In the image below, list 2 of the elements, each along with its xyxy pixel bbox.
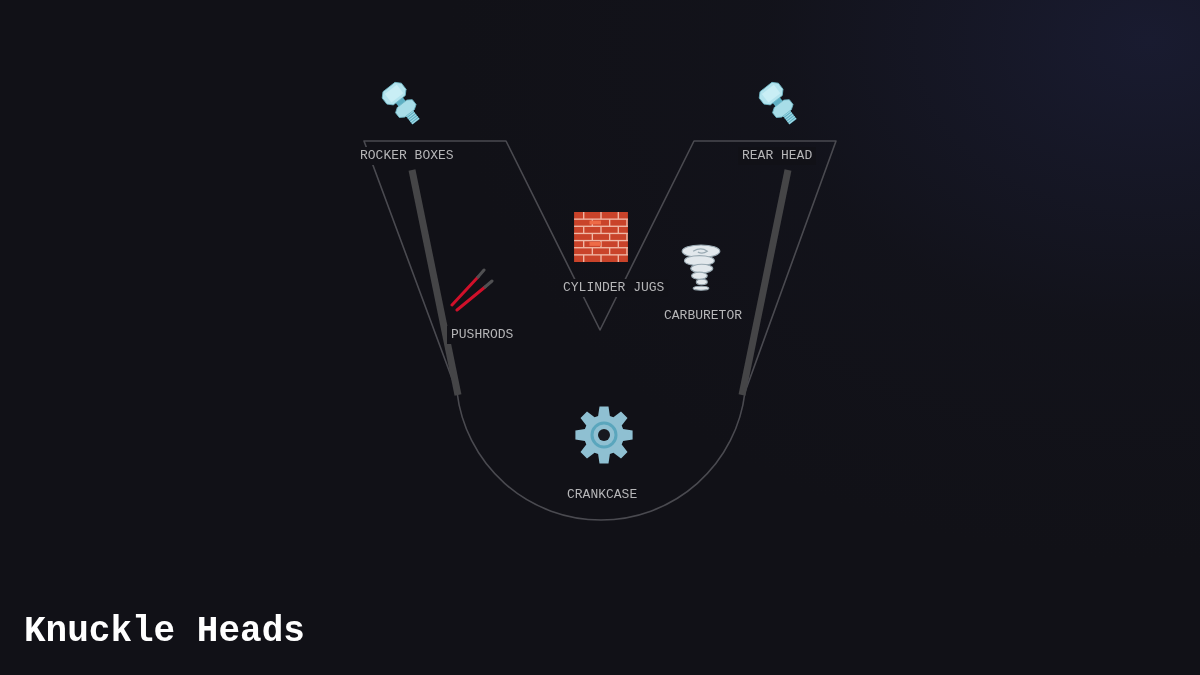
part-label: CARBURETOR bbox=[663, 307, 743, 325]
diagram-title: Knuckle Heads bbox=[24, 610, 305, 654]
